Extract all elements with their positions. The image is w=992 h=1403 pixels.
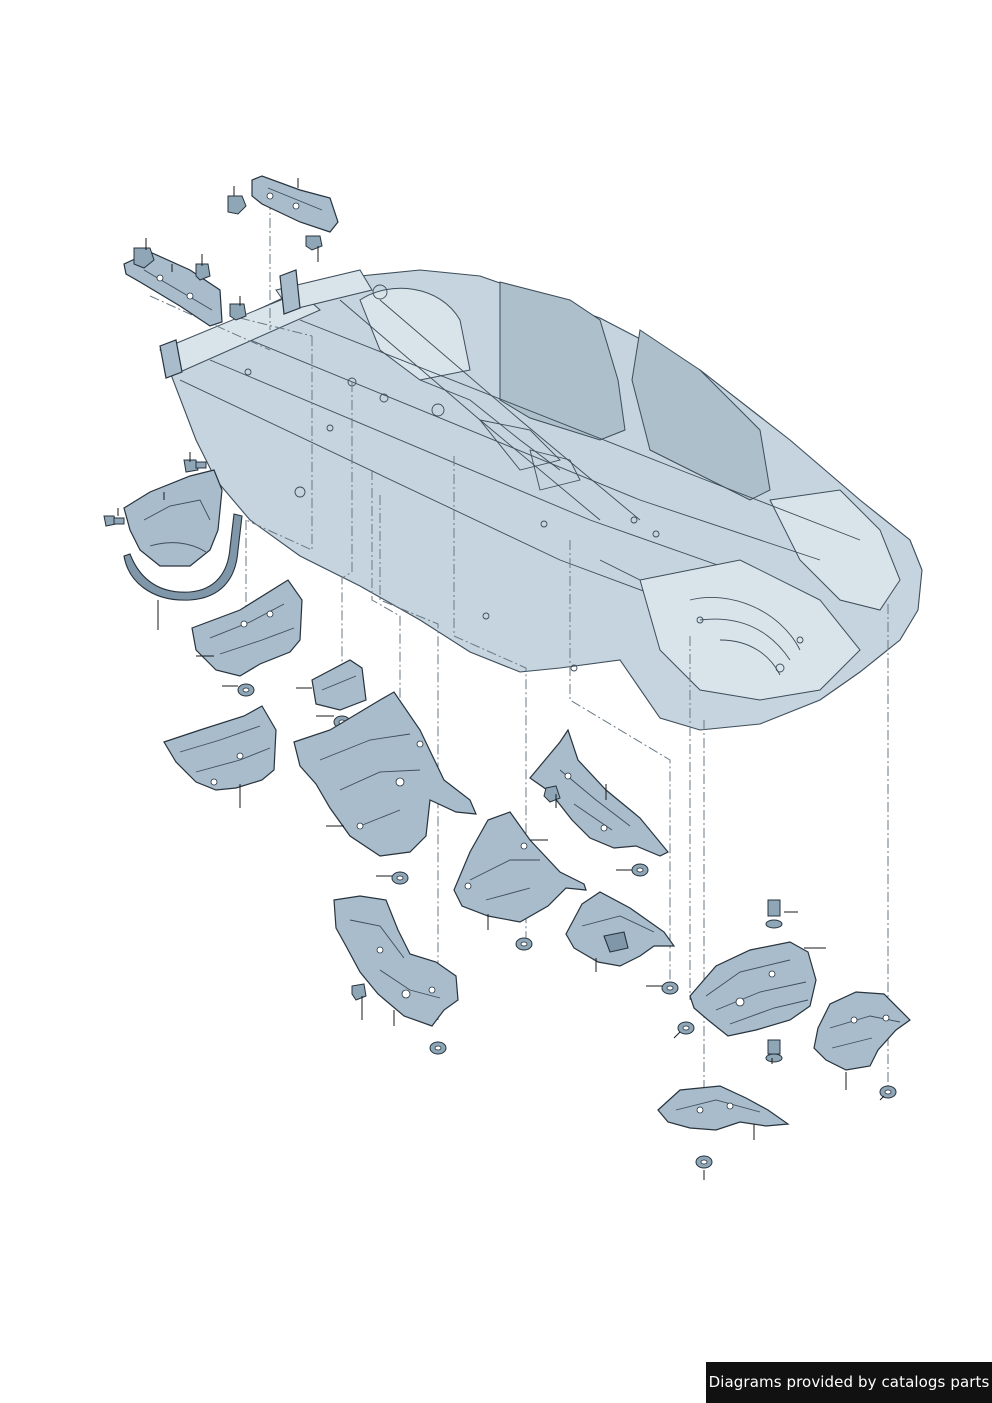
- nut-2-icon: [237, 683, 255, 697]
- heat-shield-28: [293, 691, 477, 857]
- heat-shield-3: [529, 728, 669, 857]
- credit-banner: Diagrams provided by catalogs parts: [706, 1362, 992, 1403]
- bracket-upper: [251, 175, 339, 233]
- nut-12a-icon: [305, 235, 323, 251]
- wheelhouse-liner-30: [123, 469, 223, 567]
- strut-bracket-front: [159, 269, 301, 379]
- seal-strip-33: [123, 513, 243, 601]
- nut-23-icon: [661, 981, 679, 995]
- nut-21-icon: [695, 1155, 713, 1169]
- nut-19-icon: [879, 1085, 897, 1099]
- nut-29-icon: [391, 871, 409, 885]
- bracket-lower: [123, 251, 223, 327]
- heat-shield-6: [333, 895, 459, 1027]
- nut-12b-icon: [229, 303, 247, 321]
- heat-shield-22: [565, 891, 676, 967]
- nut-5-icon: [631, 863, 649, 877]
- nut-8-icon: [429, 1041, 447, 1055]
- nut-11b-icon: [133, 247, 155, 269]
- bracket-14: [311, 659, 367, 711]
- heat-shield-26: [163, 705, 277, 791]
- bolt-34-icon: [765, 1039, 783, 1063]
- bolt-32-icon: [183, 459, 207, 473]
- heat-shield-24: [453, 811, 587, 923]
- heat-shield-20: [657, 1085, 790, 1131]
- nut-13-icon: [195, 263, 211, 281]
- heat-shield-18: [813, 991, 911, 1071]
- leader-lines: [117, 178, 885, 1180]
- nut-17-icon: [677, 1021, 695, 1035]
- nut-11a-icon: [227, 195, 247, 215]
- nut-7-icon: [351, 983, 367, 1001]
- bolt-35-icon: [765, 899, 783, 929]
- nut-25-icon: [515, 937, 533, 951]
- heat-shield-1: [191, 579, 303, 677]
- vehicle-underbody: [159, 269, 923, 731]
- heat-shield-16: [689, 941, 817, 1037]
- clip-31-icon: [103, 515, 125, 527]
